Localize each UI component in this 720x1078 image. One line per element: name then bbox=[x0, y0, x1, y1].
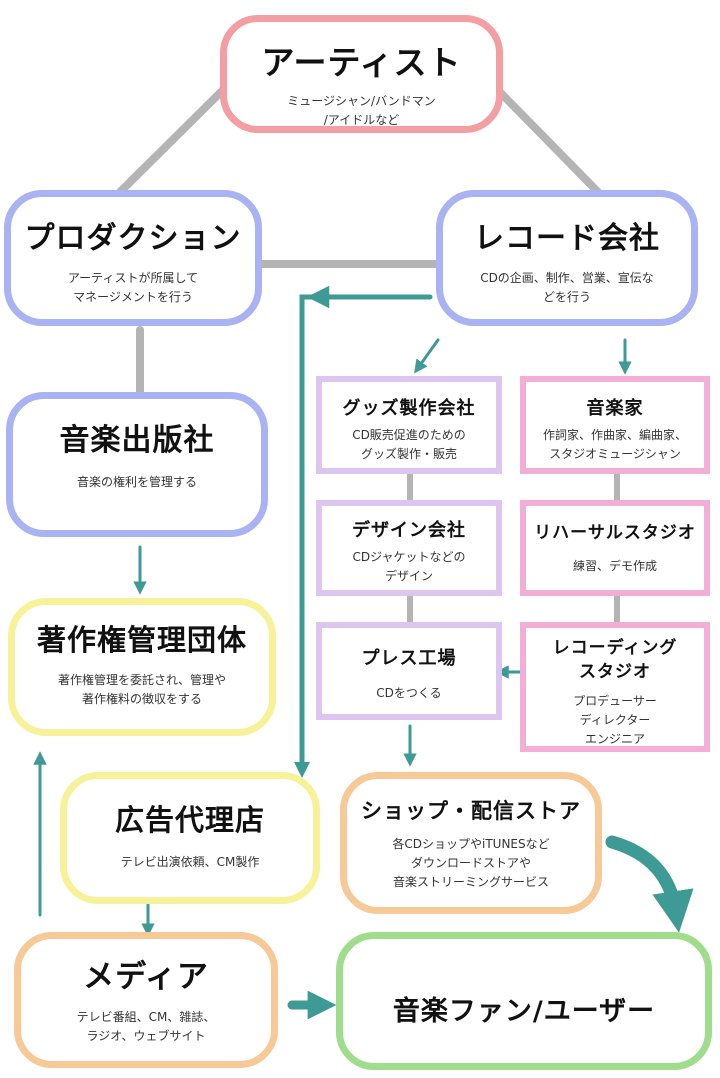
node-design-company-title: デザイン会社 bbox=[352, 520, 466, 541]
node-record-company-desc: CDの企画、制作、営業、宣伝な どを行う bbox=[480, 271, 654, 304]
line-artist-record-company bbox=[489, 81, 602, 196]
arrow-record-to-ad-agency bbox=[293, 294, 433, 779]
node-production-desc: アーティストが所属して マネージメントを行う bbox=[67, 271, 199, 304]
arrow-shop-to-fans bbox=[605, 835, 694, 933]
node-design-company-desc: CDジャケットなどの デザイン bbox=[352, 550, 466, 583]
arrow-record-to-goods bbox=[414, 338, 440, 374]
node-ad-agency-desc: テレビ出演依頼、CM製作 bbox=[120, 855, 260, 869]
node-fans-title: 音楽ファン/ユーザー bbox=[392, 996, 656, 1027]
node-recording-studio-desc: プロデューサー ディレクター エンジニア bbox=[573, 694, 657, 746]
node-rehearsal-studio-title: リハーサルスタジオ bbox=[534, 523, 696, 543]
node-media-desc: テレビ番組、CM、雑誌、 ラジオ、ウェブサイト bbox=[76, 1010, 216, 1043]
node-ad-agency-title: 広告代理店 bbox=[114, 803, 265, 837]
node-shop-title: ショップ・配信ストア bbox=[361, 799, 581, 823]
node-rehearsal-studio-desc: 練習、デモ作成 bbox=[572, 559, 657, 573]
node-musicians-desc: 作詞家、作曲家、編曲家、 スタジオミュージシャン bbox=[542, 428, 687, 461]
node-production-title: プロダクション bbox=[24, 221, 242, 256]
node-artist-title: アーティスト bbox=[261, 43, 462, 82]
node-goods-company: グッズ製作会社 CD販売促進のための グッズ製作・販売 bbox=[316, 376, 502, 474]
node-media-title: メディア bbox=[83, 959, 209, 995]
node-copyright-org-desc: 著作権管理を委託され、管理や 著作権料の徴収をする bbox=[57, 673, 227, 706]
node-goods-company-title: グッズ製作会社 bbox=[342, 398, 476, 419]
node-artist: アーティスト ミュージシャン/バンドマン /アイドルなど bbox=[220, 15, 503, 133]
node-publisher-desc: 音楽の権利を管理する bbox=[76, 475, 197, 489]
node-copyright-org: 著作権管理団体 著作権管理を委託され、管理や 著作権料の徴収をする bbox=[8, 598, 276, 736]
node-musicians-title: 音楽家 bbox=[586, 398, 644, 419]
node-rehearsal-studio: リハーサルスタジオ 練習、デモ作成 bbox=[520, 500, 710, 596]
line-artist-production bbox=[116, 81, 232, 196]
node-artist-desc: ミュージシャン/バンドマン /アイドルなど bbox=[287, 94, 436, 127]
node-shop-desc: 各CDショップやiTUNESなど ダウンロードストアや 音楽ストリーミングサービ… bbox=[392, 837, 550, 889]
node-copyright-org-title: 著作権管理団体 bbox=[36, 623, 247, 657]
node-recording-studio-title: レコーディング スタジオ bbox=[552, 638, 678, 682]
node-record-company-title: レコード会社 bbox=[474, 221, 660, 256]
node-press-factory-title: プレス工場 bbox=[361, 648, 457, 669]
node-publisher: 音楽出版社 音楽の権利を管理する bbox=[6, 392, 268, 537]
node-production: プロダクション アーティストが所属して マネージメントを行う bbox=[4, 190, 262, 326]
node-record-company: レコード会社 CDの企画、制作、営業、宣伝な どを行う bbox=[436, 190, 698, 326]
node-publisher-title: 音楽出版社 bbox=[59, 423, 215, 458]
node-recording-studio: レコーディング スタジオ プロデューサー ディレクター エンジニア bbox=[520, 622, 710, 752]
node-design-company: デザイン会社 CDジャケットなどの デザイン bbox=[316, 500, 502, 596]
node-media: メディア テレビ番組、CM、雑誌、 ラジオ、ウェブサイト bbox=[14, 932, 278, 1068]
node-goods-company-desc: CD販売促進のための グッズ製作・販売 bbox=[352, 428, 466, 461]
node-fans: 音楽ファン/ユーザー bbox=[336, 932, 712, 1070]
node-press-factory-desc: CDをつくる bbox=[376, 686, 442, 700]
node-musicians: 音楽家 作詞家、作曲家、編曲家、 スタジオミュージシャン bbox=[520, 376, 710, 474]
node-shop: ショップ・配信ストア 各CDショップやiTUNESなど ダウンロードストアや 音… bbox=[340, 772, 602, 914]
node-press-factory: プレス工場 CDをつくる bbox=[316, 622, 502, 720]
node-ad-agency: 広告代理店 テレビ出演依頼、CM製作 bbox=[60, 772, 320, 904]
